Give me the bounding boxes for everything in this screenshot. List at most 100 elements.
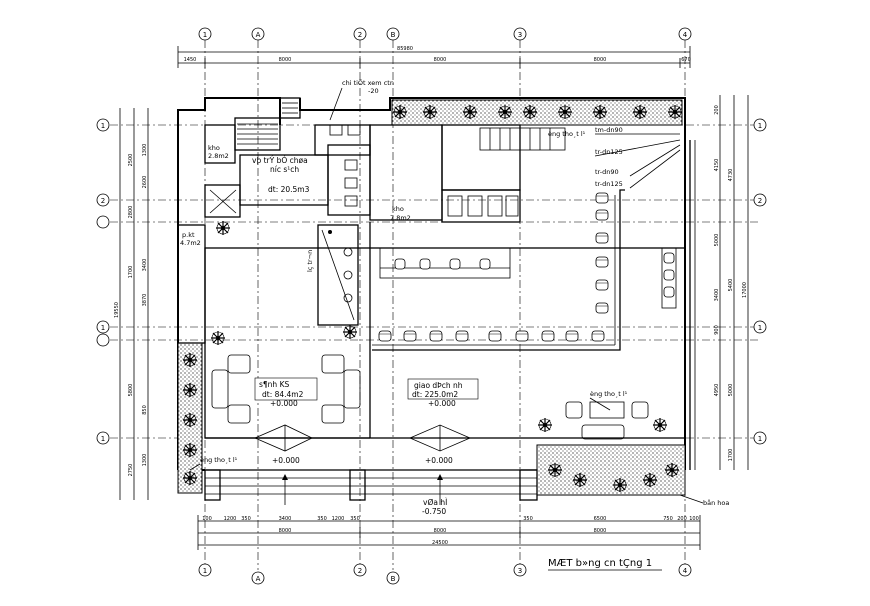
entry-level-2: +0.000	[425, 456, 453, 465]
dim-bottom-3: 8000	[594, 528, 607, 534]
dim-right-d1: 200	[714, 105, 720, 115]
grid-label-left-1: 1	[101, 122, 105, 130]
grid-label-top-2: A	[256, 31, 261, 39]
grid-label-top-5: 3	[518, 31, 522, 39]
dim-right-2: 5400	[728, 279, 734, 292]
grid-label-bottom-4: B	[391, 575, 396, 583]
dimensions-right: 17000 4730 5400 5000 1700 200 4150 5000 …	[714, 95, 749, 470]
drawing-title-text: MÆT b»ng cn tÇng 1	[548, 558, 652, 569]
pkt-area: 4.7m2	[180, 239, 201, 247]
giaodich-level: +0.000	[428, 399, 456, 408]
dim-left-d1: 1300	[142, 144, 148, 157]
giaodich-area: dt: 225.0m2	[412, 390, 458, 399]
grid-label-right-3: 1	[758, 324, 762, 332]
chi-tiet-ref: -20	[368, 87, 379, 95]
dim-bottom-total: 24500	[432, 540, 448, 546]
grid-label-bottom-3: 2	[358, 567, 362, 575]
dim-top-1: 1450	[184, 57, 197, 63]
kho2-area: 7.8m2	[390, 214, 411, 222]
grid-label-bottom-2: A	[256, 575, 261, 583]
grid-bubbles-left: 1 2 1 1	[96, 118, 110, 445]
counter-chairs-col	[595, 192, 609, 314]
entry-level-1: +0.000	[272, 456, 300, 465]
grid-label-top-4: B	[391, 31, 396, 39]
dim-bottom-d10: 750	[663, 516, 673, 522]
dim-bottom-d7: 350	[350, 516, 360, 522]
kho1-label: kho	[208, 144, 220, 152]
sanh-area: dt: 84.4m2	[262, 390, 304, 399]
dim-top-4: 8000	[594, 57, 607, 63]
dim-bottom-d4: 3400	[279, 516, 292, 522]
entry-steps	[204, 469, 538, 505]
grid-label-left-4: 1	[101, 435, 105, 443]
stair-left	[237, 123, 278, 145]
grid-bubbles-bottom: 1 A 2 B 3 4	[198, 563, 692, 585]
wc-label2: n­íc s¹ch	[270, 165, 299, 174]
dim-right-3: 5000	[728, 384, 734, 397]
dim-bottom-d8: 350	[523, 516, 533, 522]
dim-right-d2: 4150	[714, 159, 720, 172]
dim-bottom-d6: 1200	[332, 516, 345, 522]
dim-bottom-d1: 100	[202, 516, 212, 522]
via-he-level: -0.750	[422, 507, 446, 516]
grid-label-left-3: 1	[101, 324, 105, 332]
sanh-level: +0.000	[270, 399, 298, 408]
grid-label-right-2: 2	[758, 197, 762, 205]
grid-label-top-3: 2	[358, 31, 362, 39]
service-block	[177, 97, 566, 344]
dimensions-bottom: 100 1200 350 3400 350 1200 350 350 6500 …	[197, 515, 701, 550]
ong-thoat-3: èng tho¸t l¹	[200, 456, 238, 464]
grid-label-top-6: 4	[683, 31, 688, 39]
dim-left-2: 2800	[128, 206, 134, 219]
chi-tiet-label: chi tiÕt xem ctn	[342, 78, 394, 87]
dim-left-total: 19550	[114, 302, 120, 318]
dim-left-d6: 1300	[142, 454, 148, 467]
wc-label: vþ trÝ bÓ chøa	[252, 156, 308, 165]
stair-right	[479, 127, 566, 151]
dim-right-d3: 5000	[714, 234, 720, 247]
pipe-1: tm-dn90	[595, 126, 623, 134]
dim-bottom-d12: 100	[689, 516, 699, 522]
dim-top-2: 8000	[279, 57, 292, 63]
dim-right-total: 17000	[742, 282, 748, 298]
via-he-label: vØa hÌ	[423, 498, 447, 507]
grid-label-left-2: 2	[101, 197, 105, 205]
pipe-2: tr-dn125	[595, 148, 623, 156]
dim-left-d2: 2600	[142, 176, 148, 189]
drawing-title: MÆT b»ng cn tÇng 1	[548, 558, 662, 571]
pipe-annotations: chi tiÕt xem ctn -20 èng tho¸t l¹ tm-dn9…	[189, 78, 681, 471]
dim-right-d6: 4950	[714, 384, 720, 397]
dim-left-1: 2500	[128, 154, 134, 167]
grid-label-bottom-5: 3	[518, 567, 522, 575]
giaodich-label: giao dÞch nh	[414, 381, 463, 390]
dim-left-d4: 3870	[142, 294, 148, 307]
dim-left-4: 5800	[128, 384, 134, 397]
dim-right-1: 4730	[728, 169, 734, 182]
kho2-label: kho	[392, 205, 404, 213]
atrium-void	[317, 224, 359, 326]
hotel-lobby	[205, 354, 472, 452]
pipe-3: tr-dn90	[595, 168, 619, 176]
grid-label-top-1: 1	[203, 31, 207, 39]
sanh-label: s¶nh KS	[259, 380, 289, 389]
grid-label-bottom-6: 4	[683, 567, 688, 575]
kho1-area: 2.8m2	[208, 152, 229, 160]
dim-right-d5: 900	[714, 325, 720, 335]
dim-bottom-d2: 1200	[224, 516, 237, 522]
ong-thoat-2: èng tho¸t l¹	[590, 390, 628, 398]
dim-top-5: 670	[681, 57, 691, 63]
dim-left-5: 2750	[128, 464, 134, 477]
ong-thoat-1: èng tho¸t l¹	[548, 130, 586, 138]
dim-top-3: 8000	[434, 57, 447, 63]
grid-label-right-4: 1	[758, 435, 762, 443]
dim-bottom-d3: 350	[241, 516, 251, 522]
grid-label-bottom-1: 1	[203, 567, 207, 575]
dim-right-4: 1700	[728, 449, 734, 462]
dim-bottom-d5: 350	[317, 516, 327, 522]
pipe-4: tr-dn125	[595, 180, 623, 188]
room-labels: kho 2.8m2 vþ trÝ bÓ chøa n­íc s¹ch dt: 2…	[180, 144, 729, 516]
dim-left-d5: 850	[142, 405, 148, 415]
grid-label-right-1: 1	[758, 122, 762, 130]
banking-hall	[369, 140, 696, 470]
